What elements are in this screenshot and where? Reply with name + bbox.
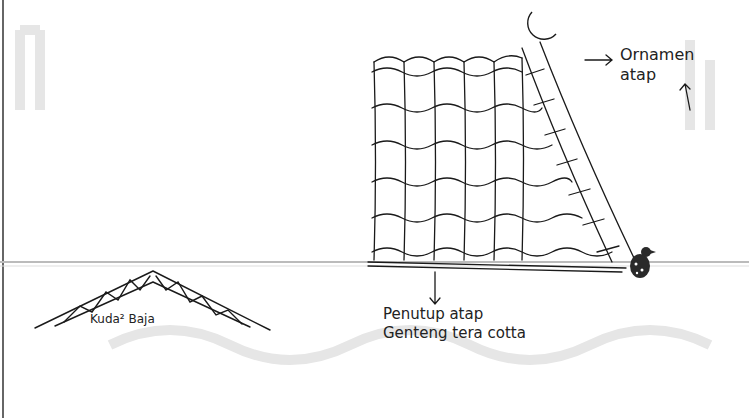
roof-tiles [368,56,626,272]
crescent-ornament [528,12,556,39]
frame-line [2,0,4,418]
callout-label: Penutup atap Genteng tera cotta [383,305,541,343]
callout-label: Ornamen atap [620,45,694,85]
watermark [20,30,710,360]
ridge-tiles [522,42,634,262]
steel-truss [35,271,270,330]
end-ornament [630,247,656,278]
part-label: Kuda² Baja [90,312,155,327]
leader-arrow [430,55,690,304]
